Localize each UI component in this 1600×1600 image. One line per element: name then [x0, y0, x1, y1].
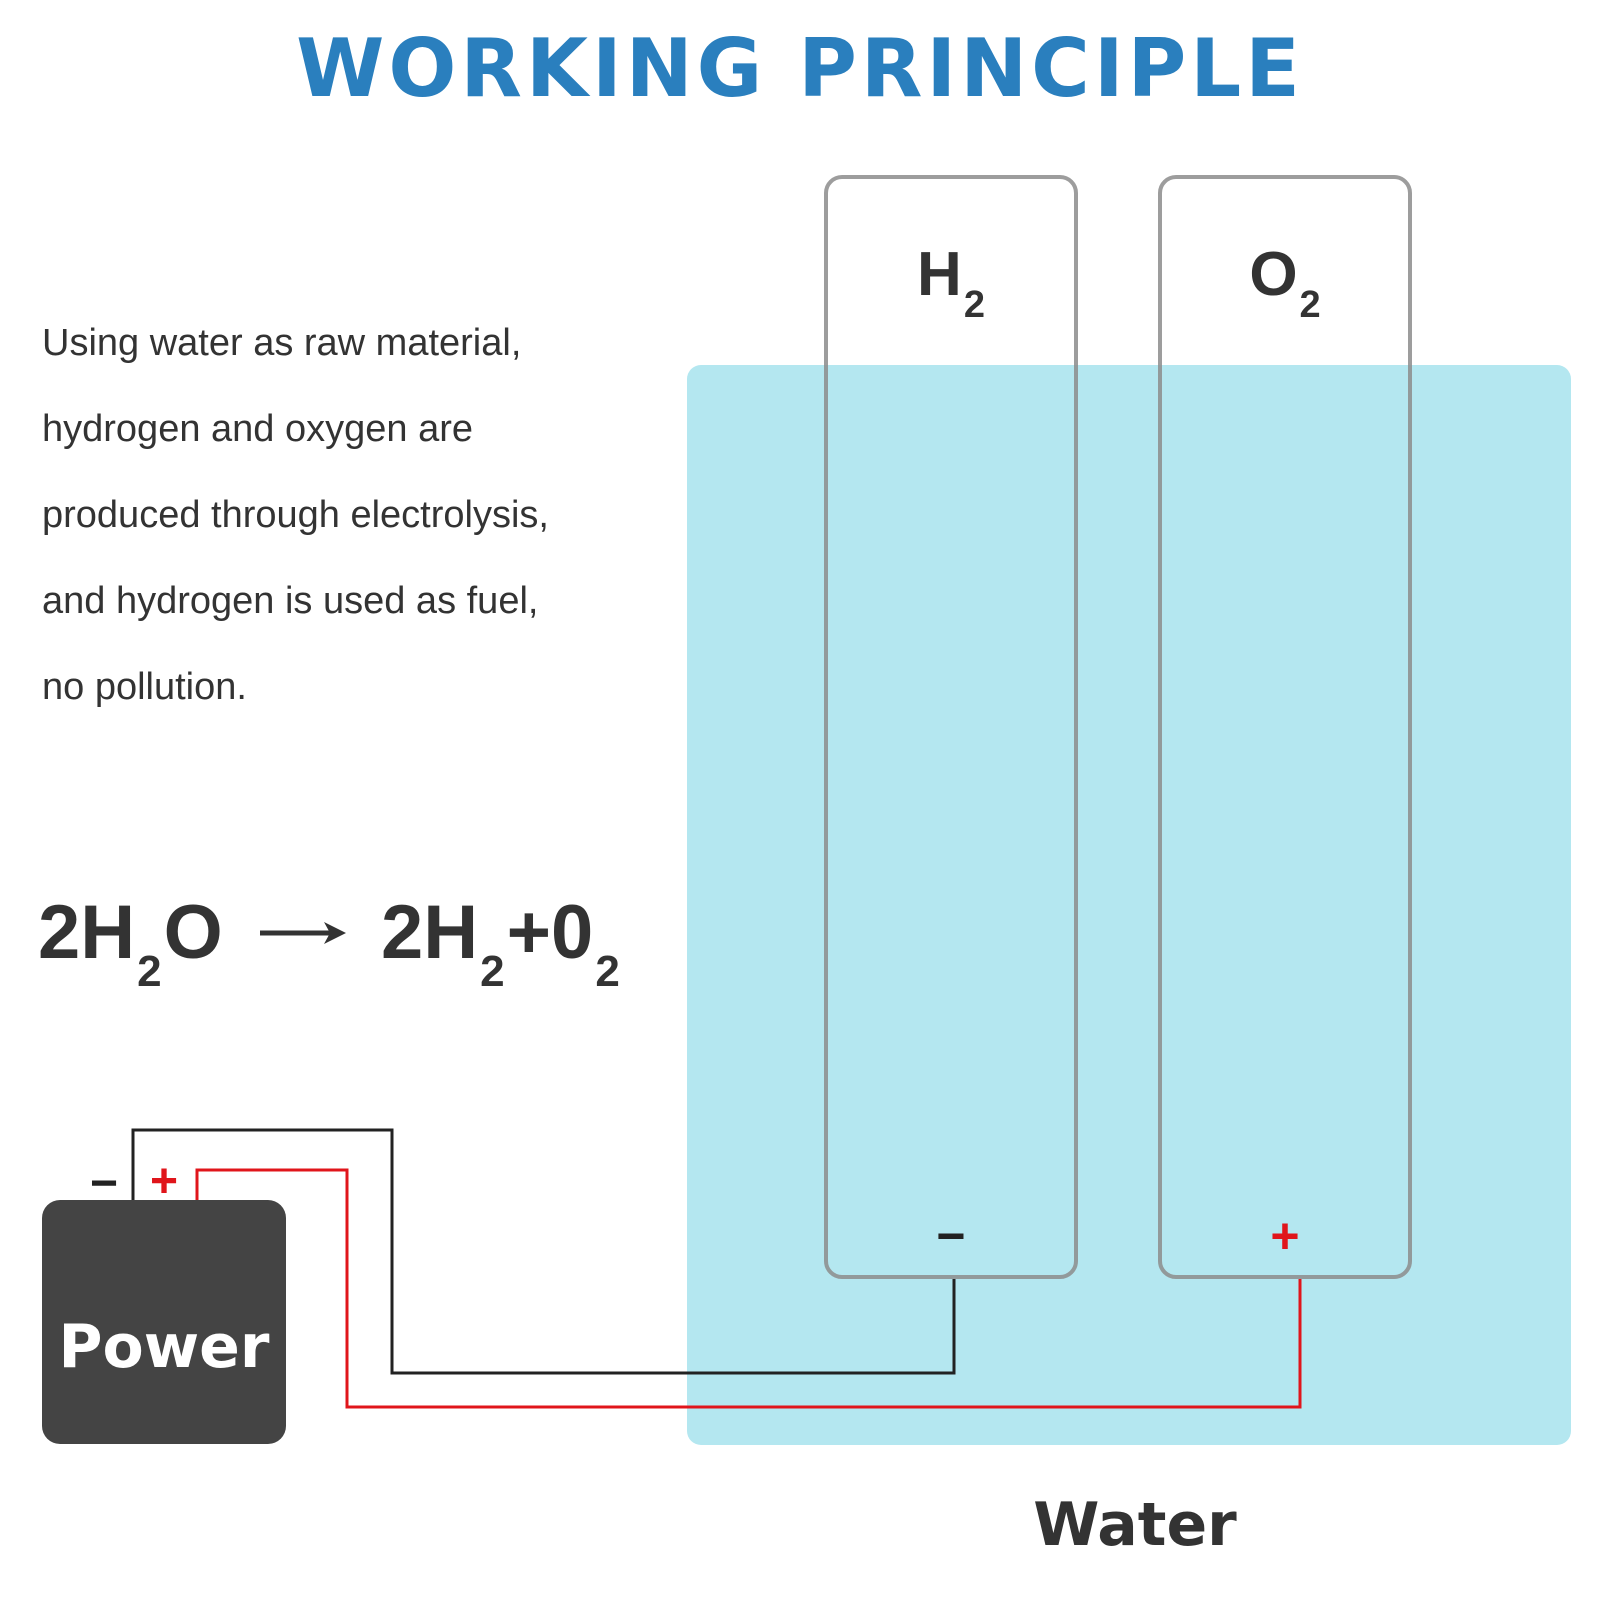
- equation-reactant-coef: 2H: [38, 890, 136, 975]
- power-source: Power: [42, 1200, 286, 1444]
- page-title: WORKING PRINCIPLE: [296, 22, 1304, 115]
- equation-reactant-tail: O: [163, 890, 223, 975]
- water-label: Water: [1033, 1490, 1237, 1560]
- equation-product1-coef: 2H: [381, 890, 479, 975]
- anode-sign: +: [1270, 1208, 1300, 1264]
- negative-wire: [131, 1128, 956, 1375]
- reaction-arrow-icon: [259, 922, 346, 944]
- description-line: hydrogen and oxygen are: [42, 408, 473, 450]
- equation-plus: +0: [506, 890, 594, 975]
- description-line: produced through electrolysis,: [42, 494, 549, 536]
- equation-product2-subscript: 2: [595, 947, 620, 996]
- description-line: and hydrogen is used as fuel,: [42, 580, 539, 622]
- power-minus-terminal: −: [90, 1157, 119, 1210]
- cathode-sign: −: [936, 1208, 966, 1264]
- oxygen-tube: O2 +: [1158, 175, 1412, 1279]
- description-line: no pollution.: [42, 666, 247, 708]
- hydrogen-tube: H2 −: [824, 175, 1078, 1279]
- hydrogen-label: H2: [917, 240, 985, 326]
- power-plus-terminal: +: [150, 1155, 179, 1208]
- equation-reactant-subscript: 2: [137, 947, 162, 996]
- equation-product1-subscript: 2: [480, 947, 505, 996]
- description-line: Using water as raw material,: [42, 322, 522, 364]
- chemical-equation: 2H2O 2H2+02: [38, 895, 622, 997]
- power-label: Power: [58, 1312, 270, 1382]
- description-text: Using water as raw material, hydrogen an…: [42, 300, 682, 730]
- positive-wire: [195, 1168, 1302, 1409]
- oxygen-label: O2: [1249, 240, 1321, 326]
